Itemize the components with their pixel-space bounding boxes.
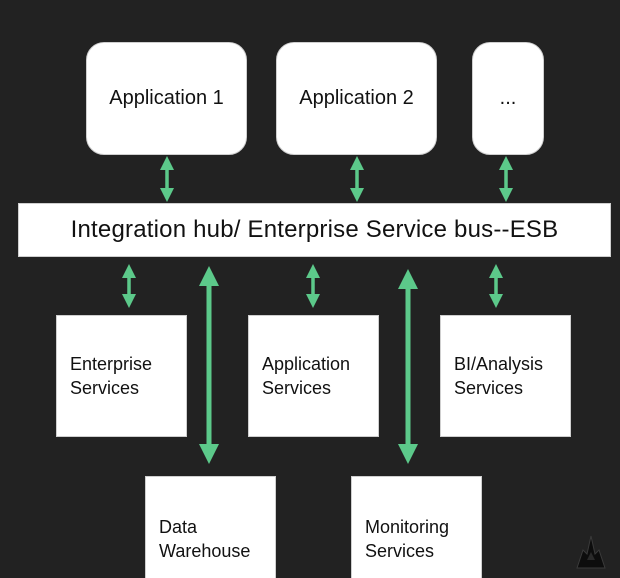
more-applications-box: ... bbox=[472, 42, 544, 155]
application-2-box: Application 2 bbox=[276, 42, 437, 155]
enterprise-services-line2: Services bbox=[70, 378, 140, 398]
monitoring-services-box: Monitoring Services bbox=[351, 476, 482, 578]
application-1-label: Application 1 bbox=[109, 87, 224, 109]
mountain-logo-icon bbox=[576, 535, 606, 569]
esb-hub-bar: Integration hub/ Enterprise Service bus-… bbox=[18, 203, 611, 257]
monitoring-services-line2: Services bbox=[365, 541, 435, 561]
monitoring-services-line1: Monitoring bbox=[365, 517, 450, 537]
data-warehouse-line2: Warehouse bbox=[159, 541, 251, 561]
more-applications-label: ... bbox=[499, 87, 517, 109]
application-services-line1: Application bbox=[262, 354, 351, 374]
data-warehouse-line1: Data bbox=[159, 517, 198, 537]
enterprise-services-line1: Enterprise bbox=[70, 354, 153, 374]
application-2-label: Application 2 bbox=[299, 87, 414, 109]
bi-analysis-services-line1: BI/Analysis bbox=[454, 354, 544, 374]
application-services-box: Application Services bbox=[248, 315, 379, 437]
data-warehouse-box: Data Warehouse bbox=[145, 476, 276, 578]
application-services-line2: Services bbox=[262, 378, 332, 398]
bi-analysis-services-line2: Services bbox=[454, 378, 524, 398]
application-1-box: Application 1 bbox=[86, 42, 247, 155]
esb-hub-label: Integration hub/ Enterprise Service bus-… bbox=[70, 216, 559, 243]
enterprise-services-box: Enterprise Services bbox=[56, 315, 187, 437]
bi-analysis-services-box: BI/Analysis Services bbox=[440, 315, 571, 437]
